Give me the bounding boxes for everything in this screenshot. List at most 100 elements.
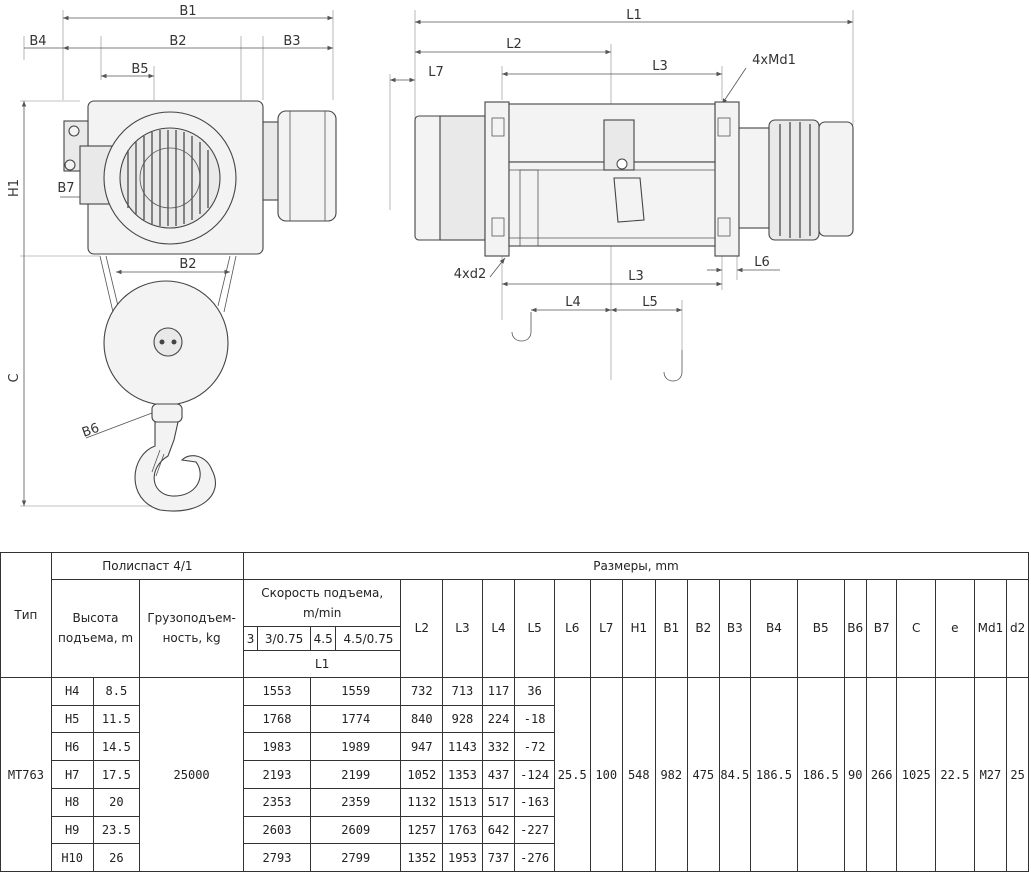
- b2-cell: 475: [687, 677, 720, 872]
- label-d2: 4xd2: [454, 267, 487, 282]
- header-b1: B1: [654, 578, 689, 679]
- label-l3-top: L3: [652, 59, 668, 74]
- type-cell: MT763: [0, 677, 52, 872]
- l3-cell: 713: [442, 677, 483, 706]
- l1-cell: 2353: [242, 787, 312, 817]
- height-value-cell: 11.5: [92, 704, 141, 734]
- l2-cell: 732: [400, 677, 444, 706]
- l2-cell: 1052: [400, 760, 444, 789]
- header-capacity: Грузоподъем-ность, kg: [139, 578, 244, 679]
- height-value-cell: 23.5: [92, 815, 141, 845]
- l1-cell: 1553: [242, 677, 312, 706]
- spec-table: Тип Полиспаст 4/1 Размеры, mm Высота под…: [0, 551, 1030, 872]
- label-b5: B5: [131, 62, 148, 77]
- b4-cell: 186.5: [750, 677, 798, 872]
- header-md1: Md1: [973, 578, 1008, 679]
- l6-cell: 25.5: [553, 677, 591, 872]
- label-l1: L1: [626, 8, 642, 23]
- label-b2-bottom: B2: [179, 257, 196, 272]
- header-b2: B2: [687, 578, 720, 679]
- speed-value: 3: [242, 625, 259, 652]
- front-view: B1 B4 B2 B3 B5 H1 B7 B2 e C B6: [7, 4, 337, 512]
- speed-value: 3/0.75: [257, 625, 312, 652]
- header-b4: B4: [750, 578, 798, 679]
- header-b6: B6: [843, 578, 867, 679]
- l5-cell: 36: [514, 677, 555, 706]
- l4-cell: 642: [481, 815, 516, 845]
- l1-cell: 2603: [242, 815, 312, 845]
- label-md1: 4xMd1: [752, 53, 796, 68]
- header-l4: L4: [481, 578, 516, 679]
- header-height: Высота подъема, m: [50, 578, 141, 679]
- b1-cell: 982: [654, 677, 689, 872]
- l5-cell: -276: [514, 843, 555, 872]
- header-b3: B3: [718, 578, 752, 679]
- header-d2: d2: [1006, 578, 1029, 679]
- l3-cell: 1353: [442, 760, 483, 789]
- l1-cell: 1559: [310, 677, 402, 706]
- header-polyspast: Полиспаст 4/1: [50, 552, 244, 580]
- l1-cell: 2799: [310, 843, 402, 872]
- height-value-cell: 14.5: [92, 732, 141, 762]
- d2-cell: 25: [1006, 677, 1029, 872]
- label-l7: L7: [428, 65, 444, 80]
- l1-cell: 1774: [310, 704, 402, 734]
- l2-cell: 947: [400, 732, 444, 762]
- height-code-cell: H5: [50, 704, 94, 734]
- height-code-cell: H7: [50, 760, 94, 789]
- height-code-cell: H6: [50, 732, 94, 762]
- technical-drawing: B1 B4 B2 B3 B5 H1 B7 B2 e C B6: [7, 4, 854, 512]
- l3-cell: 1513: [442, 787, 483, 817]
- l2-cell: 1352: [400, 843, 444, 872]
- label-l2: L2: [506, 37, 522, 52]
- l3-cell: 1953: [442, 843, 483, 872]
- label-h1: H1: [7, 179, 22, 197]
- height-value-cell: 20: [92, 787, 141, 817]
- l2-cell: 1257: [400, 815, 444, 845]
- l4-cell: 517: [481, 787, 516, 817]
- height-code-cell: H8: [50, 787, 94, 817]
- height-value-cell: 17.5: [92, 760, 141, 789]
- l1-cell: 2193: [242, 760, 312, 789]
- l3-cell: 1143: [442, 732, 483, 762]
- header-type: Тип: [0, 551, 52, 679]
- header-b5: B5: [796, 578, 845, 679]
- l4-cell: 224: [481, 704, 516, 734]
- height-value-cell: 26: [92, 843, 141, 872]
- label-l5: L5: [642, 295, 658, 310]
- speed-value: 4.5: [310, 625, 337, 652]
- label-b3: B3: [283, 34, 300, 49]
- header-e: e: [935, 578, 975, 679]
- side-view: L1 L2 L3 4xMd1 L7 L6 4xd2 L3 L4 L5: [389, 8, 854, 382]
- header-l1: L1: [242, 650, 402, 679]
- l4-cell: 737: [481, 843, 516, 872]
- speed-value: 4.5/0.75: [335, 625, 402, 652]
- l1-cell: 2609: [310, 815, 402, 845]
- l1-cell: 2793: [242, 843, 312, 872]
- label-l6: L6: [754, 255, 770, 270]
- l5-cell: -227: [514, 815, 555, 845]
- md1-cell: M27: [973, 677, 1008, 872]
- header-sizes: Размеры, mm: [242, 552, 1030, 580]
- height-code-cell: H9: [50, 815, 94, 845]
- header-l2: L2: [400, 578, 444, 679]
- header-l6: L6: [553, 578, 591, 679]
- l5-cell: -163: [514, 787, 555, 817]
- b6-cell: 90: [843, 677, 867, 872]
- l7-cell: 100: [589, 677, 624, 872]
- capacity-cell: 25000: [139, 677, 244, 872]
- b3-cell: 84.5: [718, 677, 752, 872]
- height-code-cell: H4: [50, 677, 94, 706]
- l5-cell: -72: [514, 732, 555, 762]
- b7-cell: 266: [865, 677, 898, 872]
- l2-cell: 1132: [400, 787, 444, 817]
- label-c: C: [7, 373, 22, 382]
- header-c: C: [896, 578, 937, 679]
- height-code-cell: H10: [50, 843, 94, 872]
- motor-grille: [127, 130, 209, 226]
- l3-cell: 1763: [442, 815, 483, 845]
- header-speed: Скорость подъема, m/min: [242, 578, 402, 627]
